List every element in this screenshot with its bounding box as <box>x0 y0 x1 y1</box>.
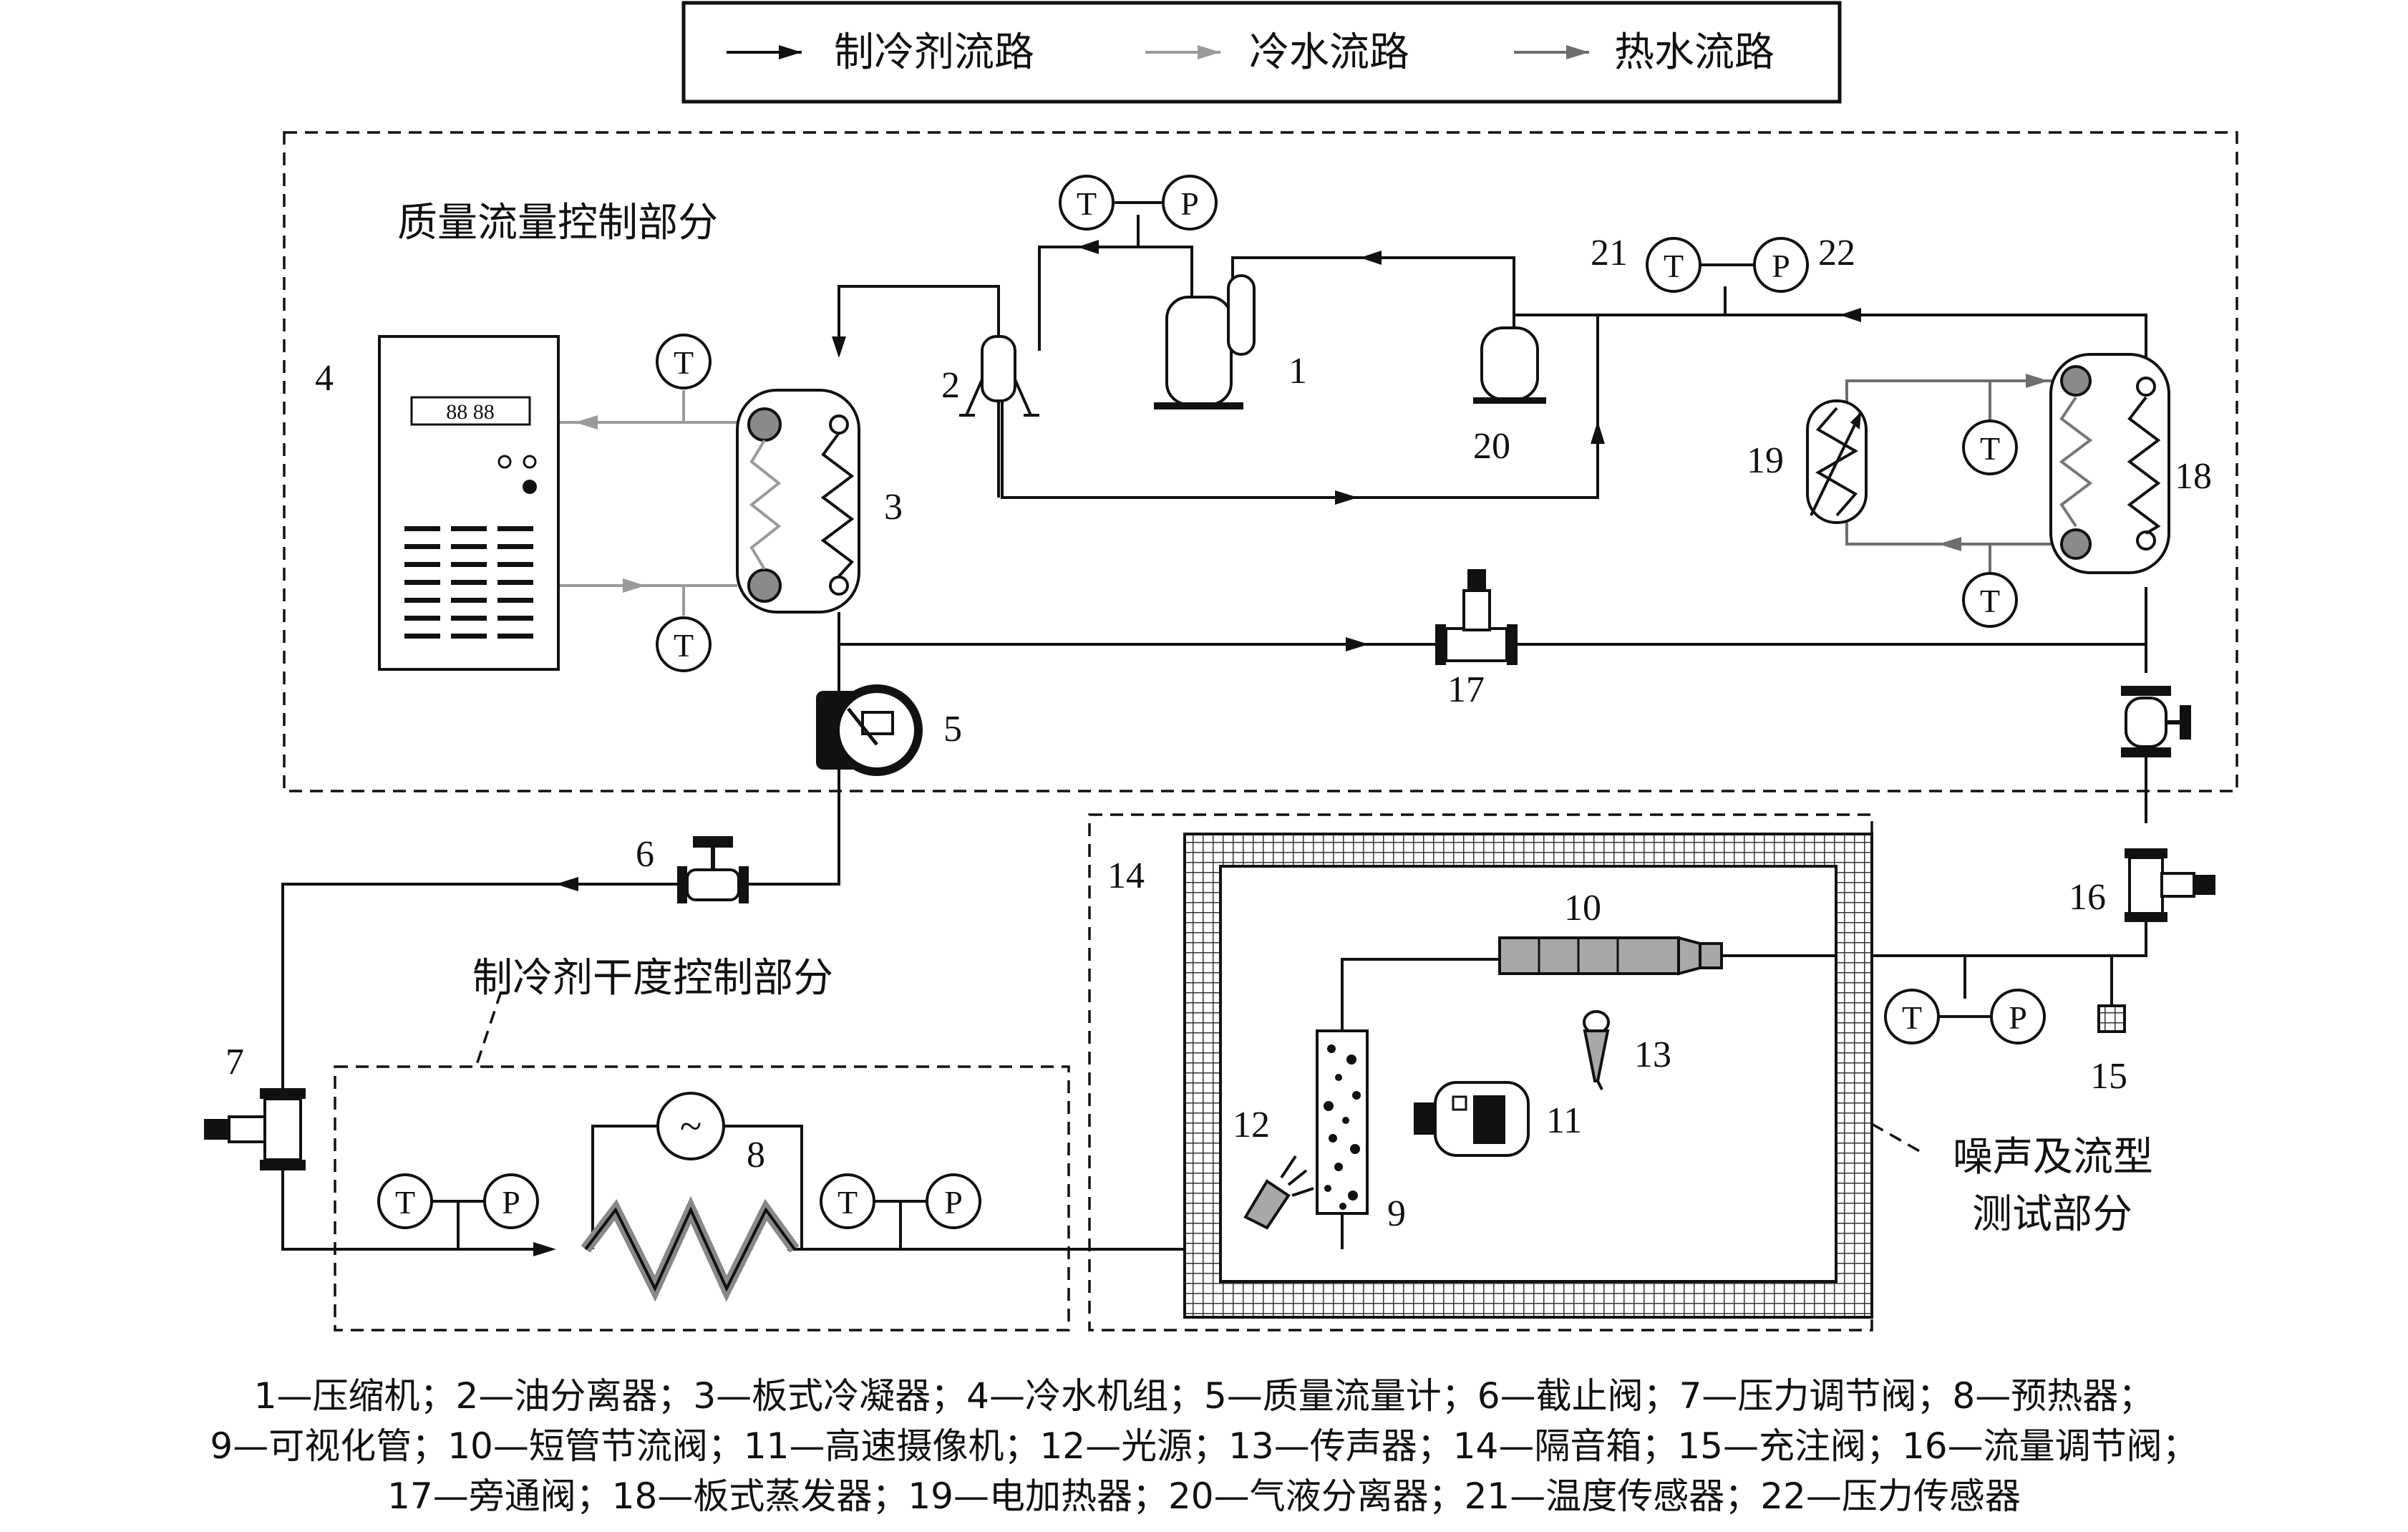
svg-text:T: T <box>1980 583 2000 619</box>
quality-control-label: 制冷剂干度控制部分 <box>472 955 833 1002</box>
label-1: 1 <box>1288 351 1307 392</box>
noise-test-leader-line <box>1871 1123 1923 1154</box>
light-source <box>1243 1155 1314 1230</box>
sensor-t-cold-water-in: T <box>656 616 712 672</box>
sensor-tp-after-preheater: T P <box>820 1173 981 1229</box>
chiller-unit: 88 88 <box>378 335 560 671</box>
stop-valve <box>677 836 749 903</box>
bypass-valve <box>1435 569 1518 665</box>
label-5: 5 <box>943 709 962 750</box>
sensor-t-hot-water-out: T <box>1962 572 2018 628</box>
visual-tube <box>1316 1029 1369 1215</box>
svg-text:P: P <box>2009 999 2027 1036</box>
short-tube-valve <box>1498 936 1723 976</box>
quality-control-leader-line <box>475 991 503 1067</box>
chiller-display-readout: 88 88 <box>446 400 495 424</box>
legend: 制冷剂流路 冷水流路 热水流路 <box>681 1 1842 104</box>
label-9: 9 <box>1387 1193 1406 1234</box>
compressor <box>1154 274 1256 409</box>
svg-text:T: T <box>674 627 694 664</box>
label-19: 19 <box>1747 440 1784 481</box>
mass-flow-control-label: 质量流量控制部分 <box>397 200 718 246</box>
label-16: 16 <box>2069 877 2106 918</box>
pressure-regulating-valve <box>204 1088 306 1170</box>
preheater-power-symbol: ~ <box>680 1105 701 1149</box>
sensor-t-hot-water-in: T <box>1962 420 2018 475</box>
legend-cold-water: 冷水流路 <box>1145 29 1409 76</box>
svg-text:T: T <box>838 1184 858 1221</box>
label-20: 20 <box>1473 426 1510 467</box>
plate-evaporator <box>2049 353 2170 574</box>
svg-text:T: T <box>1902 999 1922 1036</box>
caption-line-1: 1—压缩机；2—油分离器；3—板式冷凝器；4—冷水机组；5—质量流量计；6—截止… <box>253 1375 2155 1417</box>
legend-refrigerant: 制冷剂流路 <box>727 29 1034 76</box>
svg-text:P: P <box>502 1184 520 1221</box>
evaporator-outlet-valve <box>2121 686 2191 757</box>
label-3: 3 <box>884 487 903 528</box>
legend-hot-water: 热水流路 <box>1514 29 1775 76</box>
mass-flow-control-boundary <box>283 131 2238 792</box>
sensor-tp-21-22: T P <box>1646 237 1809 293</box>
label-21: 21 <box>1591 233 1628 273</box>
figure-caption: 1—压缩机；2—油分离器；3—板式冷凝器；4—冷水机组；5—质量流量计；6—截止… <box>0 1371 2408 1521</box>
svg-text:T: T <box>395 1184 415 1221</box>
gas-liquid-separator <box>1473 326 1546 404</box>
label-4: 4 <box>315 358 334 399</box>
flow-regulating-valve <box>2125 848 2215 922</box>
refrigeration-test-rig-diagram: 制冷剂流路 冷水流路 热水流路 质量流量控制部分 制冷剂干度控制部分 噪声及流型… <box>204 1 2238 1332</box>
svg-text:T: T <box>1664 248 1684 284</box>
sound-insulation-box <box>1183 833 1873 1319</box>
cold-water-loop <box>558 390 737 616</box>
component-numbers: 1 2 3 4 5 6 7 8 9 10 11 12 13 14 15 16 1… <box>225 233 2212 1234</box>
caption-line-2: 9—可视化管；10—短管节流阀；11—高速摄像机；12—光源；13—传声器；14… <box>210 1425 2198 1467</box>
label-10: 10 <box>1564 888 1601 929</box>
legend-cold-water-label: 冷水流路 <box>1249 29 1409 76</box>
plate-condenser <box>736 389 860 614</box>
label-22: 22 <box>1818 233 1855 273</box>
mass-flow-meter <box>816 684 923 776</box>
sensor-tp-before-preheater: T P <box>377 1173 539 1229</box>
label-18: 18 <box>2175 456 2212 497</box>
label-14: 14 <box>1107 855 1145 896</box>
svg-text:T: T <box>1980 430 2000 467</box>
legend-refrigerant-label: 制冷剂流路 <box>834 29 1034 76</box>
svg-text:P: P <box>1180 185 1199 222</box>
chiller-vent-grille <box>404 526 533 639</box>
label-6: 6 <box>636 834 654 875</box>
noise-test-label-line1: 噪声及流型 <box>1953 1134 2153 1180</box>
label-11: 11 <box>1546 1100 1582 1141</box>
svg-text:P: P <box>944 1184 963 1221</box>
oil-separator <box>959 335 1039 498</box>
label-7: 7 <box>225 1042 244 1082</box>
preheater: ~ <box>581 1092 803 1302</box>
sensor-tp-test-outlet: T P <box>1884 989 2046 1044</box>
sensor-t-cold-water-out: T <box>656 334 712 389</box>
caption-line-3: 17—旁通阀；18—板式蒸发器；19—电加热器；20—气液分离器；21—温度传感… <box>387 1475 2021 1517</box>
label-17: 17 <box>1447 669 1485 710</box>
noise-test-label-line2: 测试部分 <box>1972 1191 2132 1238</box>
label-12: 12 <box>1233 1105 1270 1145</box>
sensor-t-compressor: T P <box>1059 175 1218 231</box>
high-speed-camera <box>1414 1081 1530 1157</box>
legend-hot-water-label: 热水流路 <box>1614 29 1775 76</box>
svg-text:P: P <box>1772 248 1790 284</box>
label-8: 8 <box>747 1135 765 1175</box>
svg-text:T: T <box>1077 185 1097 222</box>
svg-text:T: T <box>674 344 694 381</box>
microphone <box>1583 1010 1610 1090</box>
hot-water-loop <box>1845 374 2065 573</box>
electric-heater <box>1806 399 1868 524</box>
label-13: 13 <box>1634 1034 1671 1075</box>
charging-valve <box>2097 1004 2126 1033</box>
label-15: 15 <box>2090 1056 2127 1097</box>
label-2: 2 <box>941 365 960 406</box>
